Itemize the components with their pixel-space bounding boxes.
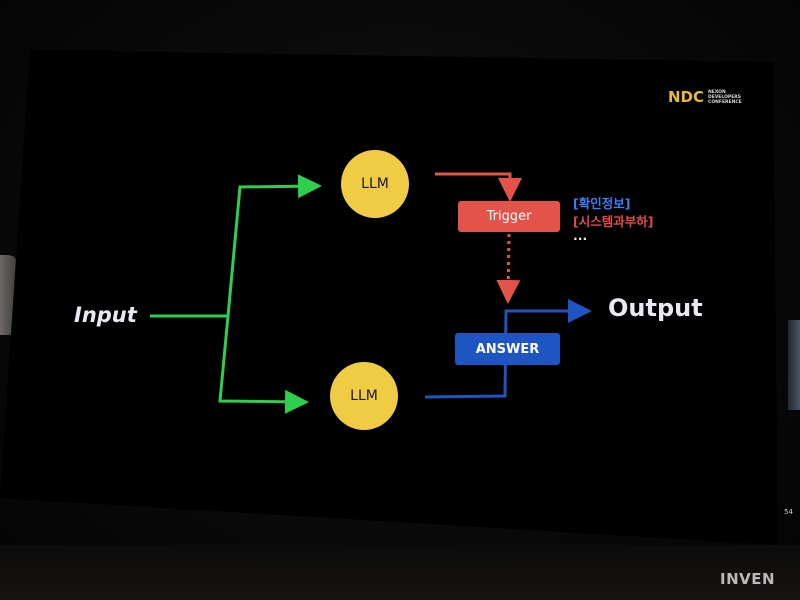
input-label: Input (74, 303, 137, 327)
ndc-logo-mark: NDC (668, 88, 705, 106)
arrow-to-llm-top (226, 174, 322, 317)
ndc-logo-text: NEXON DEVELOPERS CONFERENCE (708, 89, 742, 105)
trigger-to-answer-dotted-arrow (496, 233, 521, 304)
trigger-notes: [확인정보] [시스템과부하] ... (573, 195, 654, 243)
arrow-to-llm-bottom (218, 315, 309, 414)
llm-to-trigger-arrow (435, 172, 522, 202)
note-ellipsis: ... (573, 228, 588, 243)
trigger-box: Trigger (458, 201, 560, 232)
output-label: Output (608, 294, 703, 322)
note-system-overload: [시스템과부하] (573, 214, 654, 229)
llm-node-bottom: LLM (330, 362, 398, 430)
answer-box: ANSWER (455, 333, 560, 365)
stage-floor (0, 545, 800, 600)
llm-node-top: LLM (341, 150, 409, 218)
stage-edge (788, 320, 800, 410)
slide-number: 54 (784, 508, 793, 516)
note-verify-info: [확인정보] (573, 196, 631, 211)
inven-watermark: INVEN (720, 570, 776, 588)
ndc-logo: NDC NEXON DEVELOPERS CONFERENCE (668, 88, 756, 106)
